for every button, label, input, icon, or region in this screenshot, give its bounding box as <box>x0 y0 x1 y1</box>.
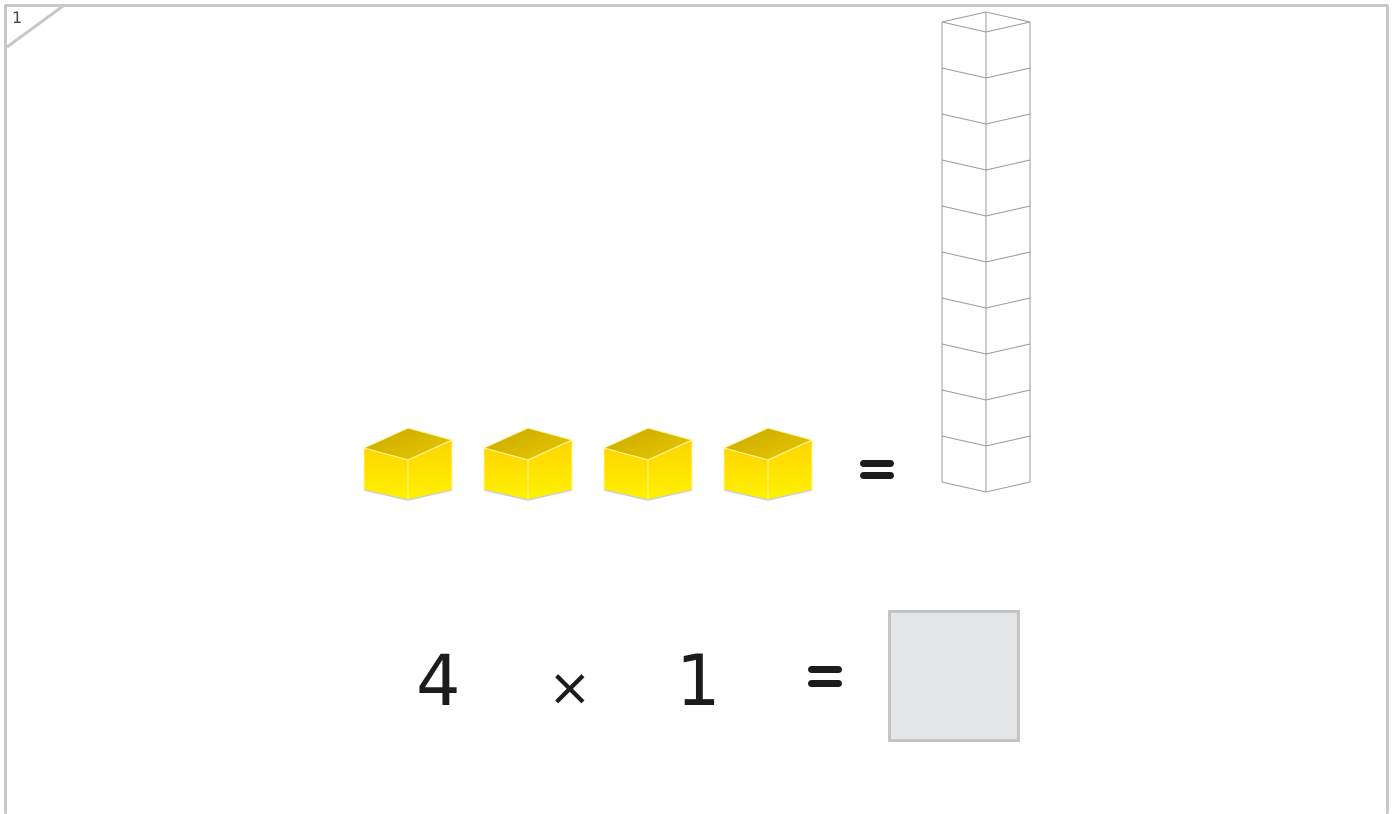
rod-segment-edge-right <box>986 22 1030 32</box>
rod-segment-edge-right <box>986 298 1030 308</box>
unit-cube-2 <box>482 424 574 502</box>
rod-segment-edge-right <box>986 482 1030 492</box>
unit-cube-1 <box>362 424 454 502</box>
multiply-sign: × <box>548 662 592 714</box>
rod-segment-edge-right <box>986 68 1030 78</box>
rod-segment-edge-left <box>942 390 986 400</box>
page-number: 1 <box>12 8 22 28</box>
equation-equals-sign <box>806 664 846 690</box>
rod-segment-edge-right <box>986 160 1030 170</box>
rod-segment-edge-left <box>942 68 986 78</box>
rod-segment-edge-right <box>986 390 1030 400</box>
rod-segment-edge-left <box>942 22 986 32</box>
rod-segment-edge-left <box>942 114 986 124</box>
rod-segment-edge-right <box>986 252 1030 262</box>
rod-segment-edge-left <box>942 206 986 216</box>
rod-segment-edge-left <box>942 160 986 170</box>
equation-right-number: 1 <box>676 646 721 716</box>
ten-rod-outline <box>938 8 1034 504</box>
rod-segment-edge-right <box>986 436 1030 446</box>
answer-input-box[interactable] <box>888 610 1020 742</box>
unit-cube-3 <box>602 424 694 502</box>
rod-top-edge-right <box>986 12 1030 22</box>
rod-segment-edge-left <box>942 298 986 308</box>
equation-left-number: 4 <box>416 646 461 716</box>
cube-equals-sign <box>858 458 898 482</box>
unit-cube-4 <box>722 424 814 502</box>
rod-segment-edge-left <box>942 344 986 354</box>
rod-segment-edge-right <box>986 206 1030 216</box>
rod-segment-edge-right <box>986 114 1030 124</box>
rod-segment-edge-left <box>942 482 986 492</box>
rod-segment-edge-left <box>942 252 986 262</box>
rod-segment-edge-right <box>986 344 1030 354</box>
rod-segment-edge-left <box>942 436 986 446</box>
rod-top-edge-left <box>942 12 986 22</box>
